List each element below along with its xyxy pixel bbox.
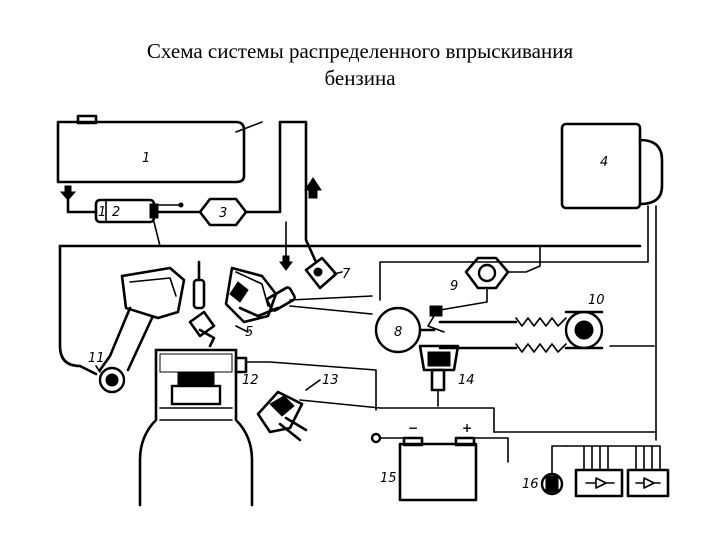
air-flow-meter: 8 — [374, 305, 443, 354]
ignition-distributor: 14 — [418, 315, 475, 407]
fuel-pump: 1 2 — [94, 198, 184, 224]
coolant-sensor: 12 — [234, 356, 377, 411]
spark-plug — [192, 260, 206, 310]
label-11: 11 — [88, 351, 105, 366]
battery-minus: − — [408, 421, 418, 435]
fuel-line-filter-rail — [244, 120, 318, 264]
ignition-switch: 16 — [522, 445, 567, 496]
injector: 5 — [235, 286, 296, 340]
idle-air-valve: 9 — [439, 245, 541, 311]
arrow-down-icon — [59, 185, 77, 201]
relay-icon — [626, 445, 670, 498]
relay-icon — [574, 445, 624, 498]
label-4: 4 — [600, 155, 608, 170]
label-13: 13 — [322, 373, 339, 388]
engine-block — [138, 328, 254, 507]
label-8: 8 — [394, 325, 402, 340]
electronic-control-unit: 4 — [560, 122, 664, 210]
label-10: 10 — [588, 293, 605, 308]
label-5: 5 — [245, 325, 253, 340]
pressure-regulator: 7 — [304, 256, 351, 290]
label-3: 3 — [219, 206, 227, 221]
wire-left-loop — [58, 244, 98, 376]
label-16: 16 — [522, 477, 539, 492]
intake-manifold — [98, 266, 278, 372]
battery-plus: + — [462, 421, 472, 435]
label-1: 1 — [142, 151, 150, 166]
fuel-rail-to-8 — [289, 295, 373, 301]
fuel-line-tank — [66, 198, 98, 214]
label-1b: 1 — [98, 205, 106, 220]
label-15: 15 — [380, 471, 397, 486]
label-14: 14 — [458, 373, 475, 388]
arrow-up-icon — [304, 177, 322, 199]
fuel-filter: 3 — [198, 197, 248, 227]
ground-terminal-icon — [370, 432, 405, 444]
tank-return-line — [235, 121, 263, 133]
wiring-harness-main — [379, 205, 649, 301]
label-2: 2 — [112, 205, 120, 220]
label-12: 12 — [242, 373, 259, 388]
battery-positive-wire — [473, 437, 509, 463]
throttle-position-sensor: 10 — [438, 293, 605, 353]
arrow-down-icon — [279, 255, 293, 271]
crank-sensor: 13 — [256, 373, 495, 442]
title-line-2: бензина — [324, 66, 396, 90]
diagram-title: Схема системы распределенного впрыскиван… — [0, 38, 720, 92]
label-7: 7 — [342, 267, 351, 282]
air-temperature-sensor: 11 — [88, 351, 126, 394]
battery: − + 15 — [380, 421, 478, 502]
fuel-tank: 1 — [56, 114, 246, 184]
title-line-1: Схема системы распределенного впрыскиван… — [146, 39, 574, 63]
label-9: 9 — [450, 279, 458, 294]
